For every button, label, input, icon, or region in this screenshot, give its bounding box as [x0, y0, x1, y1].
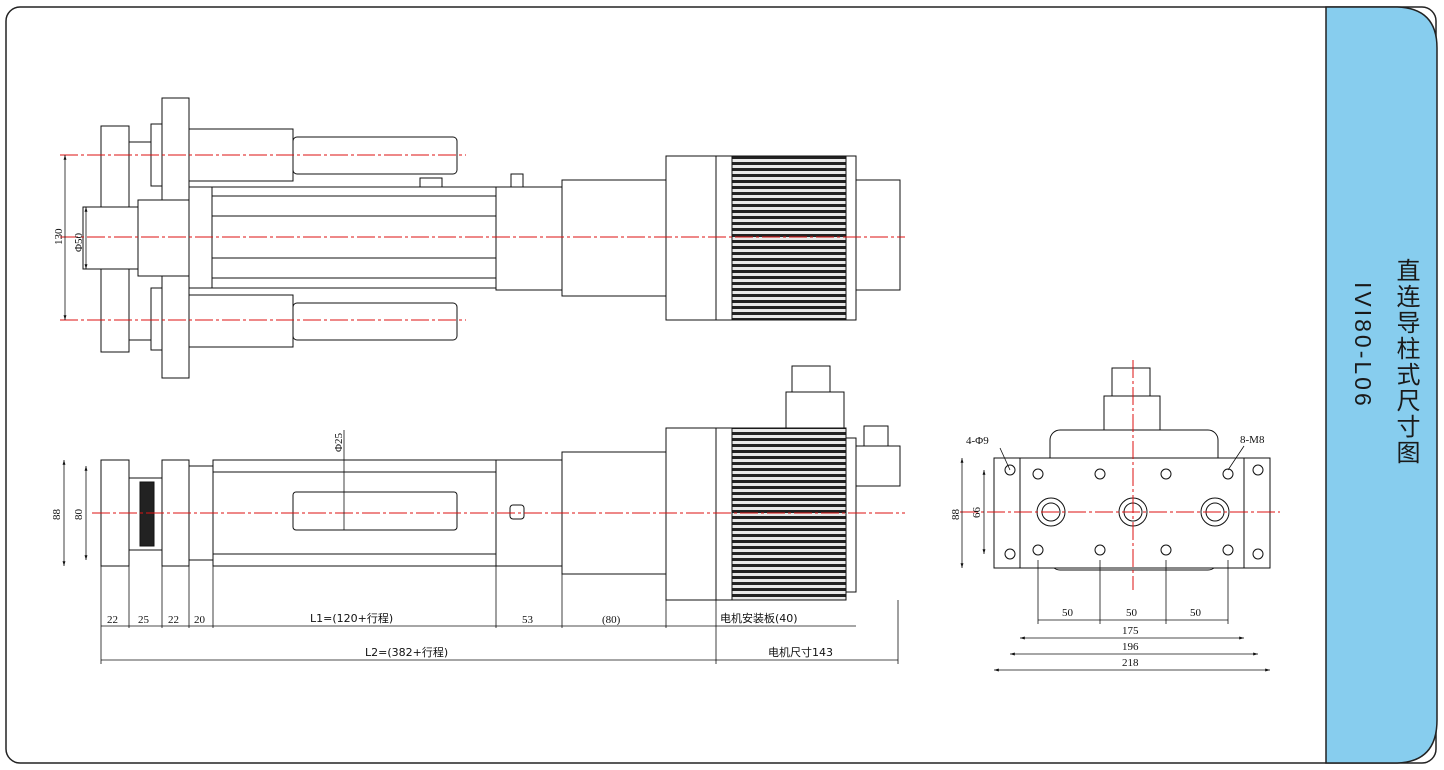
dim-22-a: 22 — [107, 614, 118, 626]
dim-88-left: 88 — [51, 509, 63, 521]
dim-50-a: 50 — [1062, 607, 1074, 619]
dimension-labels: 130 Φ50 Φ25 88 80 22 25 22 20 L1=(120+行程… — [51, 228, 1265, 669]
dim-175: 175 — [1122, 625, 1139, 637]
top-view — [82, 97, 901, 379]
dim-25: 25 — [138, 614, 150, 626]
dim-22-b: 22 — [168, 614, 179, 626]
front-view — [100, 365, 901, 601]
title-tab — [1325, 6, 1438, 764]
dim-53: 53 — [522, 614, 534, 626]
dim-phi50: Φ50 — [73, 232, 85, 252]
dim-l1: L1=(120+行程) — [310, 612, 393, 625]
dim-phi25: Φ25 — [333, 432, 345, 452]
dim-50-c: 50 — [1190, 607, 1202, 619]
dim-20: 20 — [194, 614, 206, 626]
dimension-lines — [62, 155, 1270, 672]
dim-8-m8: 8-M8 — [1240, 434, 1265, 446]
dim-50-b: 50 — [1126, 607, 1138, 619]
side-view — [993, 367, 1271, 571]
dim-196: 196 — [1122, 641, 1139, 653]
dim-motor-size: 电机尺寸143 — [768, 645, 833, 659]
drawing-title: 直连导柱式尺寸图 — [1392, 258, 1419, 466]
dim-88-right: 88 — [950, 509, 962, 521]
dim-66: 66 — [971, 507, 983, 519]
model-number: IVI80-L06 — [1350, 282, 1376, 409]
centerlines — [60, 154, 1280, 590]
dim-218: 218 — [1122, 657, 1139, 669]
drawing-border — [5, 6, 1437, 764]
dim-80-motor: (80) — [602, 614, 621, 626]
dim-130: 130 — [53, 228, 65, 245]
dim-80: 80 — [73, 509, 85, 521]
dim-l2: L2=(382+行程) — [365, 646, 448, 659]
dim-4-phi9: 4-Φ9 — [966, 435, 989, 447]
dim-motor-plate: 电机安装板(40) — [720, 611, 798, 625]
